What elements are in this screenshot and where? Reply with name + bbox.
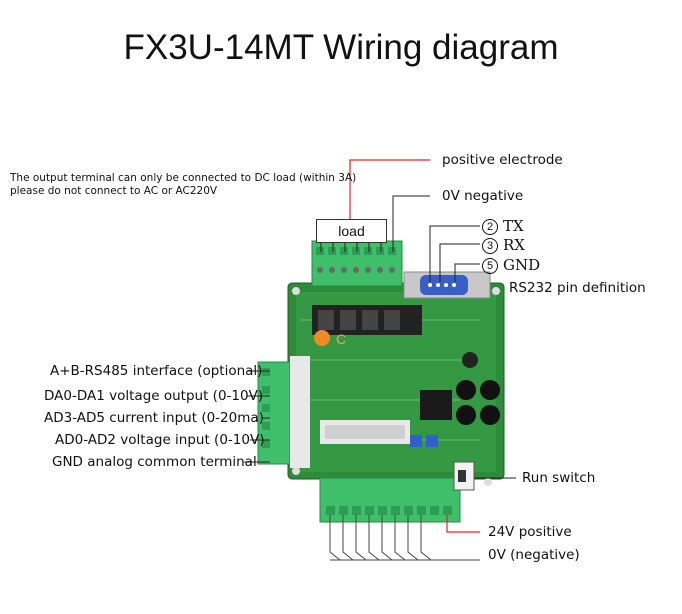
- rs485-label: A+B-RS485 interface (optional): [50, 363, 263, 379]
- ad-voltage-label: AD0-AD2 voltage input (0-10V): [55, 432, 265, 448]
- plc-board: C: [287, 282, 505, 486]
- pin-number: 5: [482, 258, 498, 274]
- warning-line-2: please do not connect to AC or AC220V: [10, 185, 218, 197]
- pin-name: RX: [503, 236, 525, 254]
- mcu-chip: [420, 390, 452, 420]
- pin-rx: 3 RX: [482, 236, 525, 254]
- db9-connector: [403, 271, 491, 299]
- pin-gnd: 5 GND: [482, 256, 540, 274]
- load-box: load: [316, 219, 387, 243]
- positive-electrode-label: positive electrode: [442, 152, 563, 168]
- ov-negative-label: 0V negative: [442, 188, 524, 204]
- gnd-analog-label: GND analog common terminal: [52, 454, 257, 470]
- input-wires: [329, 515, 480, 561]
- rs232-label: RS232 pin definition: [509, 280, 646, 296]
- svg-text:C: C: [336, 331, 346, 347]
- 24v-positive-label: 24V positive: [488, 524, 572, 540]
- bottom-terminal-block: [319, 477, 461, 523]
- pin-number: 3: [482, 238, 498, 254]
- left-terminal-block: [257, 356, 310, 468]
- pin-name: GND: [503, 256, 541, 274]
- ov-negative-bottom-label: 0V (negative): [488, 547, 580, 563]
- page-title: FX3U-14MT Wiring diagram: [123, 28, 559, 67]
- pin-number: 2: [482, 219, 498, 235]
- warning-line-1: The output terminal can only be connecte…: [10, 172, 357, 184]
- run-switch-label: Run switch: [522, 470, 596, 486]
- da-output-label: DA0-DA1 voltage output (0-10V): [44, 388, 264, 404]
- ad-current-label: AD3-AD5 current input (0-20ma): [44, 410, 264, 426]
- pin-name: TX: [503, 217, 524, 235]
- pin-tx: 2 TX: [482, 217, 524, 235]
